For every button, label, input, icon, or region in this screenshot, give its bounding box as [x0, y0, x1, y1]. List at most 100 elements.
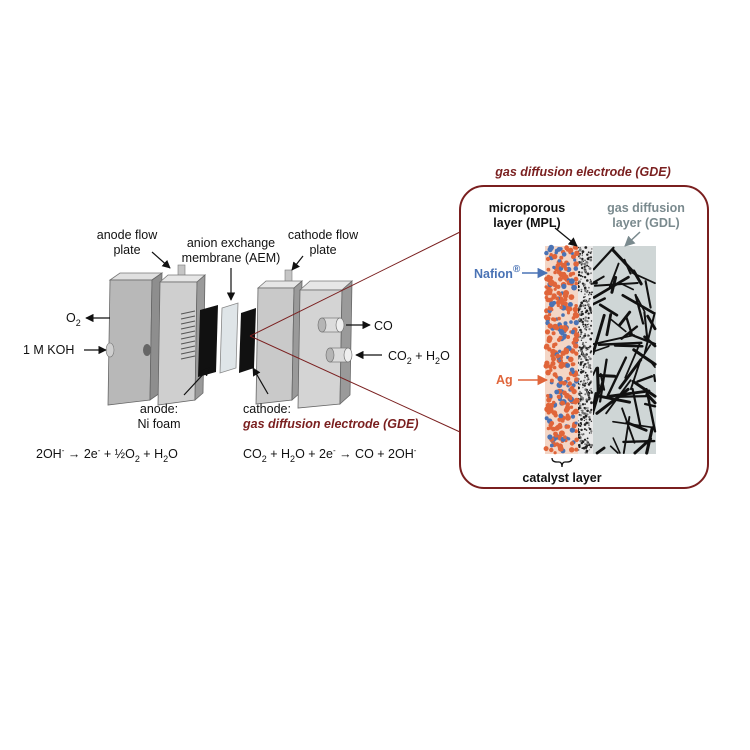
catalyst-particle [558, 363, 565, 369]
mpl-particle [584, 333, 587, 335]
mpl-particle [581, 411, 583, 414]
mpl-particle [577, 289, 580, 292]
mpl-particle [582, 403, 584, 405]
mpl-particle [583, 438, 587, 441]
mpl-particle [580, 271, 584, 274]
nafion-text: Nafion® [474, 264, 521, 281]
carbon-fiber [591, 297, 606, 306]
zoom-line-bottom [249, 335, 461, 433]
mpl-particle [584, 443, 586, 445]
mpl-particle [579, 414, 582, 417]
catalyst-particle [556, 284, 561, 289]
catalyst-particle [558, 349, 562, 353]
mpl-particle [578, 445, 581, 449]
mpl-particle [582, 323, 585, 326]
mpl-particle [583, 286, 587, 290]
koh-inlet-label: 1 M KOH [23, 343, 107, 357]
mpl-particle [589, 351, 592, 354]
mpl-particle [585, 407, 587, 409]
mpl-particle [579, 328, 582, 332]
mpl-particle [578, 317, 581, 319]
mpl-particle [587, 407, 589, 409]
cathode-gde-label: gas diffusion electrode (GDE) [242, 417, 419, 431]
mpl-particle [590, 420, 593, 422]
mpl-particle [583, 296, 585, 299]
mpl-particle [590, 446, 592, 449]
mpl-particle [590, 310, 593, 313]
mpl-particle [590, 250, 593, 253]
carbon-fiber [606, 356, 628, 398]
catalyst-particle [574, 304, 578, 308]
mpl-particle [584, 451, 587, 454]
catalyst-particle [544, 329, 551, 335]
cathode-plate-port [284, 269, 293, 283]
catalyst-particle [550, 407, 554, 411]
mpl-particle [577, 273, 581, 277]
catalyst-particle [549, 443, 554, 448]
carbon-fiber [598, 303, 619, 317]
catalyst-particle [551, 356, 556, 362]
catalyst-particle [553, 287, 557, 291]
catalyst-particle [561, 275, 567, 280]
mpl-particle [583, 423, 587, 426]
carbon-fiber [617, 394, 650, 398]
carbon-fiber [592, 246, 615, 271]
mpl-particle [584, 307, 586, 310]
mpl-particle [583, 276, 587, 279]
mpl-particle [585, 400, 589, 403]
anode-equation: 2OH- → 2e- + ½O2 + H2O [36, 446, 178, 464]
mpl-particle [580, 318, 583, 322]
carbon-fiber [605, 313, 613, 337]
mpl-particle [581, 440, 585, 443]
aem-label-line1: anion exchange [187, 236, 275, 250]
catalyst-particle [567, 394, 572, 399]
mpl-particle [582, 260, 585, 262]
mpl-particle [578, 402, 581, 405]
ni-foam-anode [198, 305, 218, 377]
mpl-particle [584, 323, 587, 326]
mpl-particle [588, 265, 590, 268]
mpl-particle [584, 408, 586, 411]
catalyst-particle [565, 413, 570, 418]
catalyst-particle [553, 270, 557, 275]
mpl-particle [585, 421, 588, 425]
mpl-particle [585, 418, 588, 421]
mpl-particle [578, 449, 580, 451]
catalyst-particle [547, 434, 553, 440]
mpl-particle [581, 275, 584, 278]
mpl-particle [585, 329, 588, 331]
anode-label: anode: Ni foam [137, 367, 210, 431]
mpl-particle [587, 312, 590, 315]
anode-flow-plate [157, 264, 207, 406]
carbon-fiber [591, 313, 606, 356]
mpl-particle [590, 408, 593, 411]
mpl-particle [588, 424, 590, 427]
mpl-particle [581, 253, 584, 255]
mpl-particle [584, 304, 587, 307]
catalyst-particle [565, 363, 571, 368]
catalyst-particle [549, 253, 553, 257]
catalyst-particle [556, 394, 562, 399]
catalyst-particle [573, 397, 580, 404]
mpl-particle [578, 246, 580, 249]
catalyst-particle [572, 336, 579, 343]
mpl-particle [590, 391, 593, 394]
mpl-particle [578, 433, 581, 436]
ag-label: Ag [496, 373, 549, 387]
mpl-particle [582, 317, 585, 320]
mpl-particle [584, 319, 587, 322]
mpl-particle [588, 356, 590, 358]
mpl-particle [579, 380, 582, 383]
catalyst-particle [556, 337, 562, 342]
nafion-label: Nafion® [474, 264, 549, 281]
cathode-plate-label-line1: cathode flow [288, 228, 359, 242]
catalyst-particle [548, 364, 553, 370]
catalyst-particle [558, 277, 563, 282]
mpl-particle [580, 369, 582, 371]
mpl-particle [589, 389, 591, 392]
mpl-particle [588, 449, 591, 451]
cathode-flow-plate [255, 269, 304, 405]
catalyst-particle [553, 342, 558, 347]
mpl-particle [581, 433, 583, 436]
